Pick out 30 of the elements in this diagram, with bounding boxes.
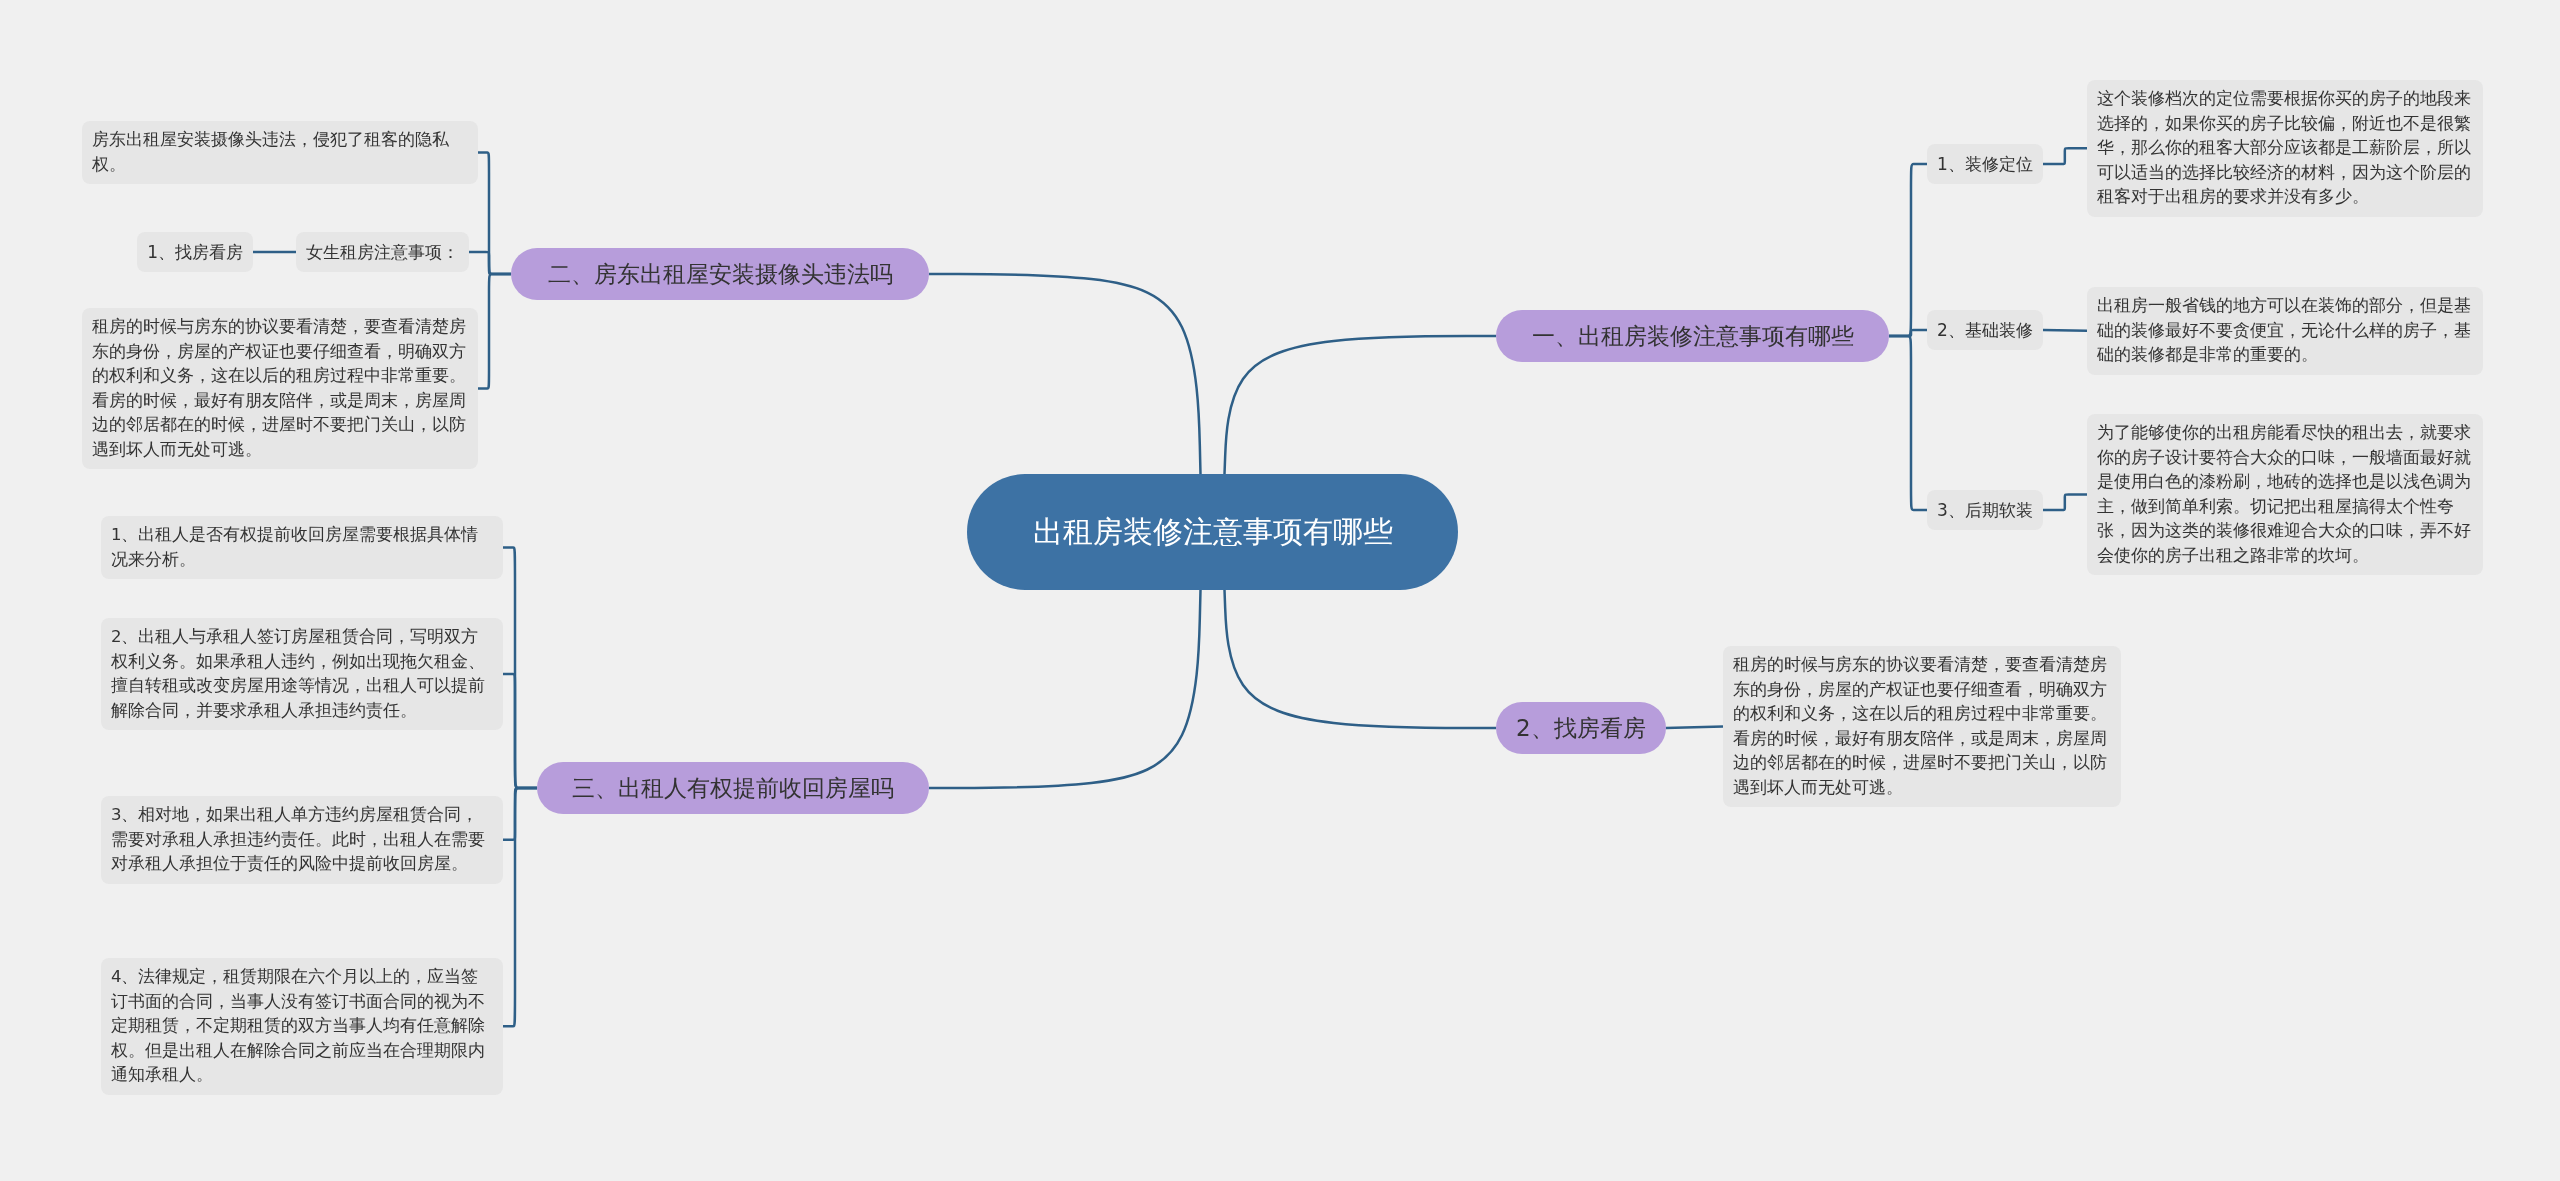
note-box: 房东出租屋安装摄像头违法，侵犯了租客的隐私权。 (82, 121, 478, 184)
note-box: 出租房一般省钱的地方可以在装饰的部分，但是基础的装修最好不要贪便宜，无论什么样的房子，基础的装修都是非常的重要的。 (2087, 287, 2483, 375)
connector-line (253, 250, 296, 254)
connector-line (1223, 589, 1496, 730)
connector-line (1889, 334, 1927, 512)
connector-line (2042, 328, 2088, 332)
topic-pill: 三、出租人有权提前收回房屋吗 (537, 762, 929, 814)
central-topic: 出租房装修注意事项有哪些 (967, 474, 1458, 590)
subtopic-box: 女生租房注意事项： (296, 232, 469, 272)
note-box: 租房的时候与房东的协议要看清楚，要查看清楚房东的身份，房屋的产权证也要仔细查看，明确双方的权利和义务，这在以后的租房过程中非常重要。看房的时候，最好有朋友陪伴，或是周末，房屋周边的邻居都在的时候，进屋时不要把门关山，以防遇到坏人而无处可逃。 (1723, 646, 2121, 807)
connector-line (929, 272, 1202, 475)
note-box: 租房的时候与房东的协议要看清楚，要查看清楚房东的身份，房屋的产权证也要仔细查看，明确双方的权利和义务，这在以后的租房过程中非常重要。看房的时候，最好有朋友陪伴，或是周末，房屋周边的邻居都在的时候，进屋时不要把门关山，以防遇到坏人而无处可逃。 (82, 308, 478, 469)
connector-line (1665, 725, 1724, 730)
connector-line (1223, 334, 1496, 475)
connector-line (2042, 147, 2087, 166)
note-box: 这个装修档次的定位需要根据你买的房子的地段来选择的，如果你买的房子比较偏，附近也不是很繁华，那么你的租客大部分应该都是工薪阶层，所以可以适当的选择比较经济的材料，因为这个阶层的租客对于出租房的要求并没有多少。 (2087, 80, 2483, 217)
note-box: 为了能够使你的出租房能看尽快的租出去，就要求你的房子设计要符合大众的口味，一般墙面最好就是使用白色的漆粉刷，地砖的选择也是以浅色调为主，做到简单利索。切记把出租屋搞得太个性夸张，因为这类的装修很难迎合大众的口味，弄不好会使你的房子出租之路非常的坎坷。 (2087, 414, 2483, 575)
note-box: 4、法律规定，租赁期限在六个月以上的，应当签订书面的合同，当事人没有签订书面合同的视为不定期租赁，不定期租赁的双方当事人均有任意解除权。但是出租人在解除合同之前应当在合理期限内通知承租人。 (101, 958, 503, 1095)
connector-line (929, 589, 1202, 790)
note-box: 2、出租人与承租人签订房屋租赁合同，写明双方权利义务。如果承租人违约，例如出现拖欠租金、擅自转租或改变房屋用途等情况，出租人可以提前解除合同，并要求承租人承担违约责任。 (101, 618, 503, 730)
note-box: 3、相对地，如果出租人单方违约房屋租赁合同，需要对承租人承担违约责任。此时，出租人在需要对承租人承担位于责任的风险中提前收回房屋。 (101, 796, 503, 884)
topic-pill: 2、找房看房 (1496, 702, 1666, 754)
connector-line (2042, 493, 2087, 512)
subtopic-box: 2、基础装修 (1927, 310, 2043, 350)
note-box: 1、出租人是否有权提前收回房屋需要根据具体情况来分析。 (101, 516, 503, 579)
subtopic-box: 1、装修定位 (1927, 144, 2043, 184)
subtopic-box: 3、后期软装 (1927, 490, 2043, 530)
topic-pill: 一、出租房装修注意事项有哪些 (1496, 310, 1889, 362)
topic-pill: 二、房东出租屋安装摄像头违法吗 (511, 248, 929, 300)
subtopic-box: 1、找房看房 (137, 232, 253, 272)
